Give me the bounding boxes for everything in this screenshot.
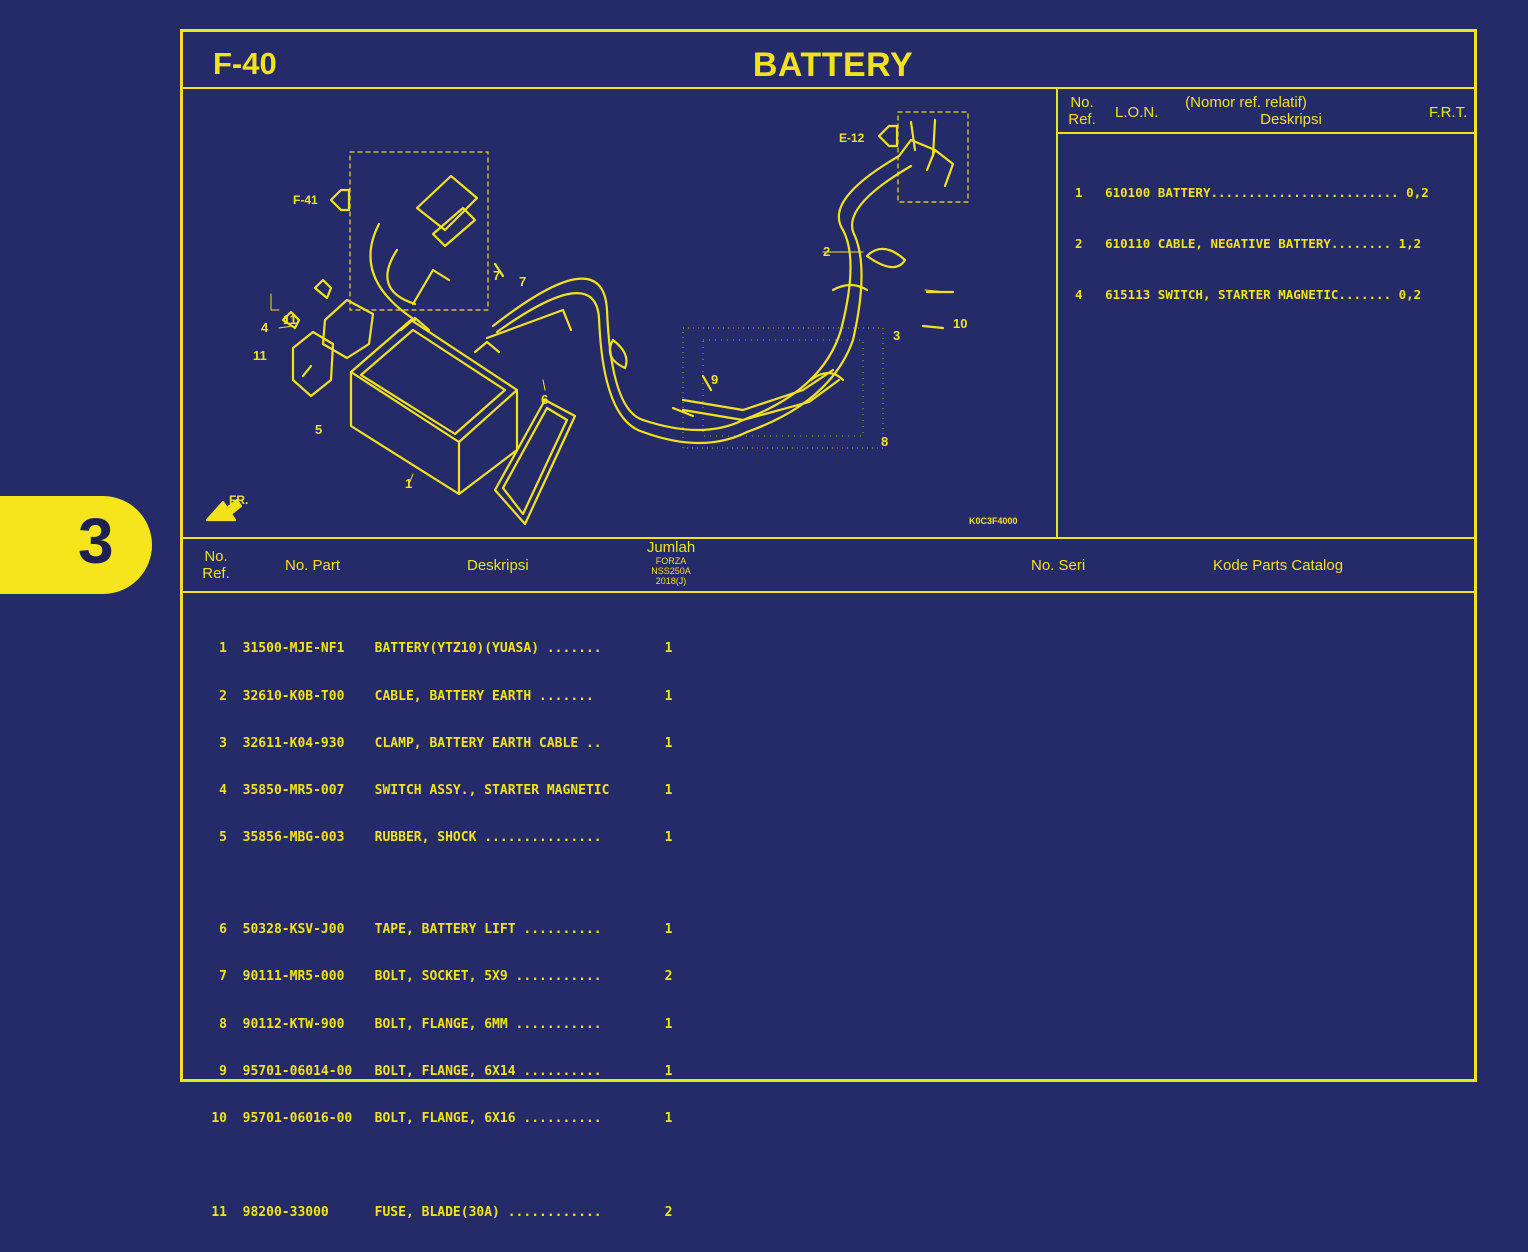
page-title: BATTERY (752, 46, 914, 84)
ref-label: F-41 (293, 193, 318, 207)
parts-header-catalog: Kode Parts Catalog (1213, 557, 1344, 574)
callout: 7 (493, 268, 500, 283)
callout: 11 (283, 312, 297, 327)
divider (183, 591, 1474, 593)
callout: 7 (519, 274, 526, 289)
callout: 6 (541, 392, 548, 407)
divider (183, 537, 1474, 539)
frt-header-desc: (Nomor ref. relatif)Deskripsi (1185, 94, 1322, 128)
exploded-diagram: 1 2 3 4 5 6 7 7 8 9 10 11 11 F-41 E-12 F… (205, 111, 1018, 526)
callout: 11 (253, 348, 267, 363)
section-number: 3 (78, 505, 114, 577)
parts-header-serial: No. Seri (1031, 557, 1086, 574)
parts-header-qty: Jumlah FORZA NSS250A 2018(J) (646, 539, 696, 586)
divider (1056, 132, 1474, 134)
parts-header-ref: No.Ref. (202, 548, 230, 582)
callout: 2 (823, 244, 830, 259)
catalog-frame: F-40 BATTERY (180, 29, 1477, 1220)
divider (183, 87, 1474, 89)
tape-shape (493, 398, 577, 526)
callout: 5 (315, 422, 322, 437)
table-row: 2 610110 CABLE, NEGATIVE BATTERY........… (1075, 236, 1422, 251)
callout: 1 (405, 476, 412, 491)
diagram-code: K0C3F4000 (969, 516, 1018, 526)
frt-header-ref: No.Ref. (1068, 94, 1096, 128)
parts-header-desc: Deskripsi (467, 557, 529, 574)
callout: 4 (261, 320, 269, 335)
frt-table-rows: 1 610100 BATTERY........................… (1075, 150, 1429, 337)
switch-shape (321, 298, 375, 360)
callout: 3 (893, 328, 900, 343)
section-tab[interactable]: 3 (0, 496, 152, 594)
callout: 10 (953, 316, 967, 331)
front-label: FR. (229, 493, 248, 507)
parts-header-part: No. Part (285, 557, 341, 574)
table-row: 1 610100 BATTERY........................… (1075, 185, 1429, 200)
frt-header-lon: L.O.N. (1115, 104, 1159, 121)
callout: 8 (881, 434, 888, 449)
divider (1056, 89, 1058, 538)
frt-header-frt: F.R.T. (1429, 104, 1468, 121)
page-code: F-40 (213, 46, 277, 81)
table-row: 4 615113 SWITCH, STARTER MAGNETIC.......… (1075, 287, 1422, 302)
ref-label: E-12 (839, 131, 865, 145)
callout: 9 (711, 372, 718, 387)
